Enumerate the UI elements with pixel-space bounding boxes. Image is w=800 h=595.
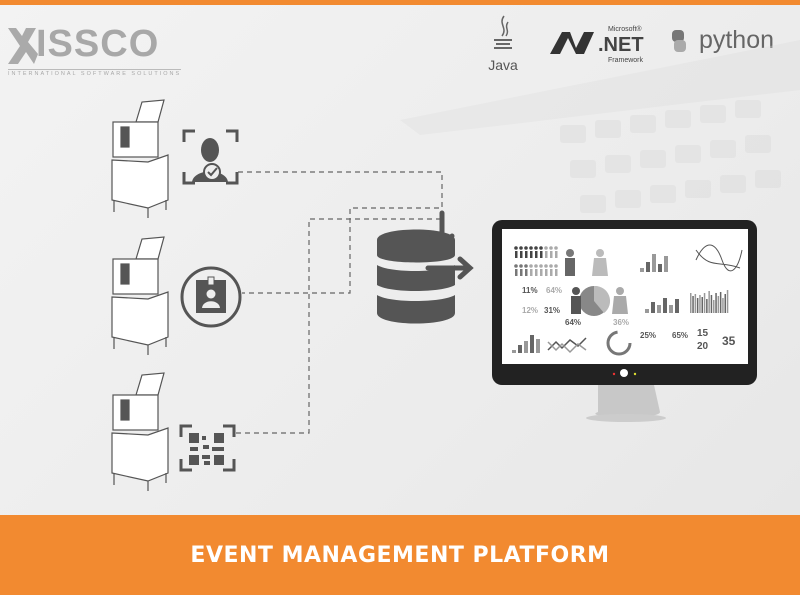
connector-face bbox=[238, 171, 443, 294]
screen-bar bbox=[536, 339, 540, 353]
screen-bar bbox=[726, 290, 729, 313]
dotnet-framework: Framework bbox=[608, 57, 644, 64]
java-logo: Java bbox=[488, 14, 518, 73]
stat: 15 bbox=[697, 328, 709, 339]
stat: 25% bbox=[640, 331, 657, 340]
stat: 35 bbox=[722, 334, 736, 348]
logo-mark-icon bbox=[8, 28, 38, 64]
screen-bar bbox=[664, 256, 668, 272]
screen-bar bbox=[675, 299, 679, 313]
screen-bar bbox=[715, 293, 717, 313]
banner-title: EVENT MANAGEMENT PLATFORM bbox=[190, 542, 610, 568]
face-recognition-icon bbox=[182, 129, 239, 185]
screen-bar bbox=[530, 335, 534, 353]
kiosk-icon bbox=[111, 236, 169, 355]
screen-bar bbox=[651, 302, 655, 313]
screen-bar bbox=[708, 291, 710, 313]
connector-lines bbox=[236, 171, 443, 434]
screen-bar bbox=[645, 309, 649, 313]
kiosk-icon bbox=[111, 372, 169, 491]
kiosk-icon bbox=[111, 99, 169, 218]
database-icon bbox=[377, 210, 474, 324]
dotnet-logo: Microsoft® .NET Framework bbox=[548, 26, 668, 70]
stat: 20 bbox=[697, 341, 709, 352]
python-label: python bbox=[698, 26, 775, 54]
screen-bar bbox=[710, 295, 713, 313]
screen-bar bbox=[706, 299, 708, 313]
screen-bar bbox=[646, 262, 650, 272]
screen-bar bbox=[658, 264, 662, 272]
screen-bar bbox=[719, 292, 722, 313]
screen-bar bbox=[524, 341, 528, 353]
stat: 64% bbox=[565, 318, 582, 327]
screen-bar bbox=[657, 305, 661, 313]
screen-bar bbox=[518, 345, 522, 353]
dotnet-microsoft: Microsoft® bbox=[608, 26, 642, 33]
screen-bar bbox=[692, 296, 694, 313]
title-banner: EVENT MANAGEMENT PLATFORM bbox=[0, 515, 800, 595]
logo-tagline: INTERNATIONAL SOFTWARE SOLUTIONS bbox=[8, 69, 182, 77]
stat: 64% bbox=[546, 286, 563, 295]
stat: 12% bbox=[522, 306, 539, 315]
stat: 11% bbox=[522, 286, 538, 295]
keyboard-background bbox=[400, 40, 800, 213]
screen-bar bbox=[722, 298, 724, 313]
power-button-icon bbox=[620, 369, 628, 377]
screen-bar bbox=[690, 293, 692, 313]
qr-code-icon bbox=[179, 424, 236, 472]
stat: 36% bbox=[613, 318, 630, 327]
connector-qr bbox=[236, 218, 442, 434]
stat: 65% bbox=[672, 331, 689, 340]
screen-bar bbox=[717, 296, 720, 313]
screen-bar bbox=[701, 297, 703, 313]
dotnet-wave-icon bbox=[550, 32, 594, 54]
screen-bar bbox=[652, 254, 656, 272]
java-label: Java bbox=[488, 57, 518, 73]
top-accent-bar bbox=[0, 0, 800, 5]
screen-bar bbox=[512, 350, 516, 353]
java-cup-icon bbox=[494, 15, 512, 49]
python-snake-icon bbox=[672, 30, 686, 53]
id-badge-icon bbox=[180, 266, 242, 328]
python-logo: python bbox=[666, 26, 774, 54]
screen-bar bbox=[663, 298, 667, 313]
screen-bar bbox=[696, 298, 699, 313]
logo-text: ISSCO bbox=[36, 23, 160, 65]
screen-bar bbox=[713, 300, 715, 313]
screen-bar bbox=[703, 293, 706, 313]
screen-bar bbox=[724, 294, 726, 313]
stat: 31% bbox=[544, 306, 561, 315]
screen-bar bbox=[669, 305, 673, 313]
screen-bar bbox=[694, 294, 697, 313]
screen-bar bbox=[640, 268, 644, 272]
dotnet-label: .NET bbox=[598, 34, 644, 56]
screen-bar bbox=[699, 295, 701, 313]
